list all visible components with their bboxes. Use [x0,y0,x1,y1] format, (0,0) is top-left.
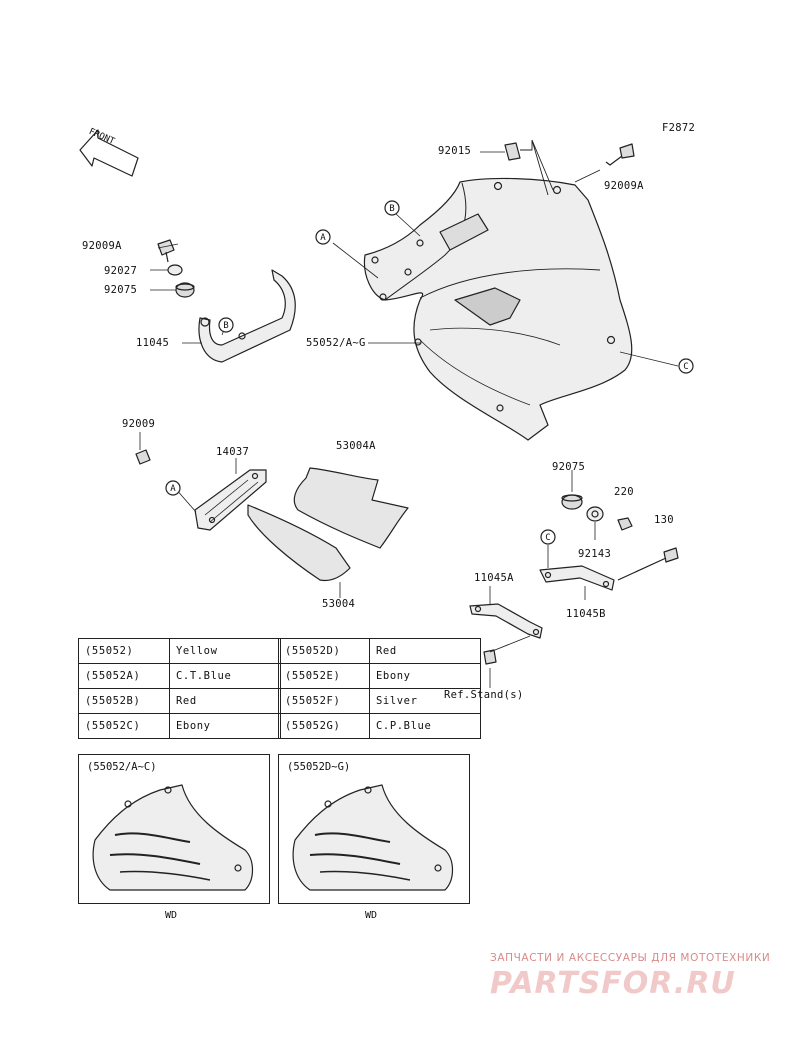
variant-title: (55052D~G) [287,761,351,773]
lower-cowl-part [363,177,633,441]
table-row: (55052E)Ebony [278,663,481,689]
code-cell: (55052A) [78,663,170,689]
code-cell: (55052) [78,638,170,664]
bolt-92009A-top-part [574,143,635,183]
color-cell: C.P.Blue [369,713,481,739]
part-label-130: 130 [654,514,674,526]
grommet-92075-left-part [175,282,195,298]
part-label-92009A: 92009A [604,180,644,192]
collar-92143-part [586,506,604,522]
table-row: (55052C)Ebony [78,713,281,739]
bracket-11045B-part [539,565,615,591]
bracket-11045-part [198,269,296,363]
variant-d-drawing [292,784,454,891]
front-arrow-icon [79,129,139,177]
part-label-220: 220 [614,486,634,498]
part-label-11045: 11045 [136,337,170,349]
part-label-92075: 92075 [104,284,138,296]
part-label-11045B: 11045B [566,608,606,620]
color-cell: C.T.Blue [169,663,281,689]
variant-box-a-c: (55052/A~C) [78,754,270,904]
variant-caption: WD [365,910,378,921]
variant-caption: WD [165,910,178,921]
callout-c-label: C [683,362,688,372]
stand-bolt-part [483,635,531,665]
code-cell: (55052F) [278,688,370,714]
part-label-92009: 92009 [122,418,156,430]
part-label-53004: 53004 [322,598,356,610]
color-table-left: (55052)Yellow (55052A)C.T.Blue (55052B)R… [78,638,281,739]
color-cell: Red [169,688,281,714]
part-label-92027: 92027 [104,265,138,277]
part-label-92015: 92015 [438,145,472,157]
part-label-55052: 55052/A~G [306,337,366,349]
leader-lines [139,151,679,688]
code-cell: (55052B) [78,688,170,714]
watermark-tagline: ЗАПЧАСТИ И АКСЕССУАРЫ ДЛЯ МОТОТЕХНИКИ [490,952,771,964]
table-row: (55052)Yellow [78,638,281,664]
code-cell: (55052E) [278,663,370,689]
color-cell: Red [369,638,481,664]
watermark-logo: PARTSFOR.RU [490,966,736,1001]
table-row: (55052B)Red [78,688,281,714]
figure-code: F2872 [662,122,696,134]
pad-53004A-part [293,467,409,549]
bracket-14037-part [194,469,267,531]
table-row: (55052F)Silver [278,688,481,714]
part-label-11045A: 11045A [474,572,514,584]
color-cell: Yellow [169,638,281,664]
variant-box-d-g: (55052D~G) [278,754,470,904]
color-cell: Ebony [369,663,481,689]
code-cell: (55052G) [278,713,370,739]
bolt-92009A-left-part [157,239,175,263]
callout-a-label: A [320,233,326,243]
variant-a-drawing [92,784,254,891]
code-cell: (55052D) [278,638,370,664]
part-label-92009A: 92009A [82,240,122,252]
pad-53004-part [247,504,351,582]
clip-92015-part [504,139,554,196]
table-row: (55052G)C.P.Blue [278,713,481,739]
part-label-53004A: 53004A [336,440,376,452]
callout-c-label: C [545,533,550,543]
screw-92009-part [135,449,151,465]
table-row: (55052A)C.T.Blue [78,663,281,689]
part-label-92075: 92075 [552,461,586,473]
nut-220-part [617,517,633,531]
part-label-92143: 92143 [578,548,612,560]
callout-a-label: A [170,484,176,494]
grommet-92075-right-part [561,494,583,510]
table-row: (55052D)Red [278,638,481,664]
callout-b-label: B [389,204,394,214]
color-cell: Silver [369,688,481,714]
code-cell: (55052C) [78,713,170,739]
callout-b-label: B [223,321,228,331]
color-cell: Ebony [169,713,281,739]
bracket-11045A-part [469,603,543,639]
color-table-right: (55052D)Red (55052E)Ebony (55052F)Silver… [278,638,481,739]
variant-title: (55052/A~C) [87,761,157,773]
callout-circles [165,200,694,545]
part-label-14037: 14037 [216,446,250,458]
collar-92027-part [167,264,183,276]
bolt-130-part [617,547,679,581]
